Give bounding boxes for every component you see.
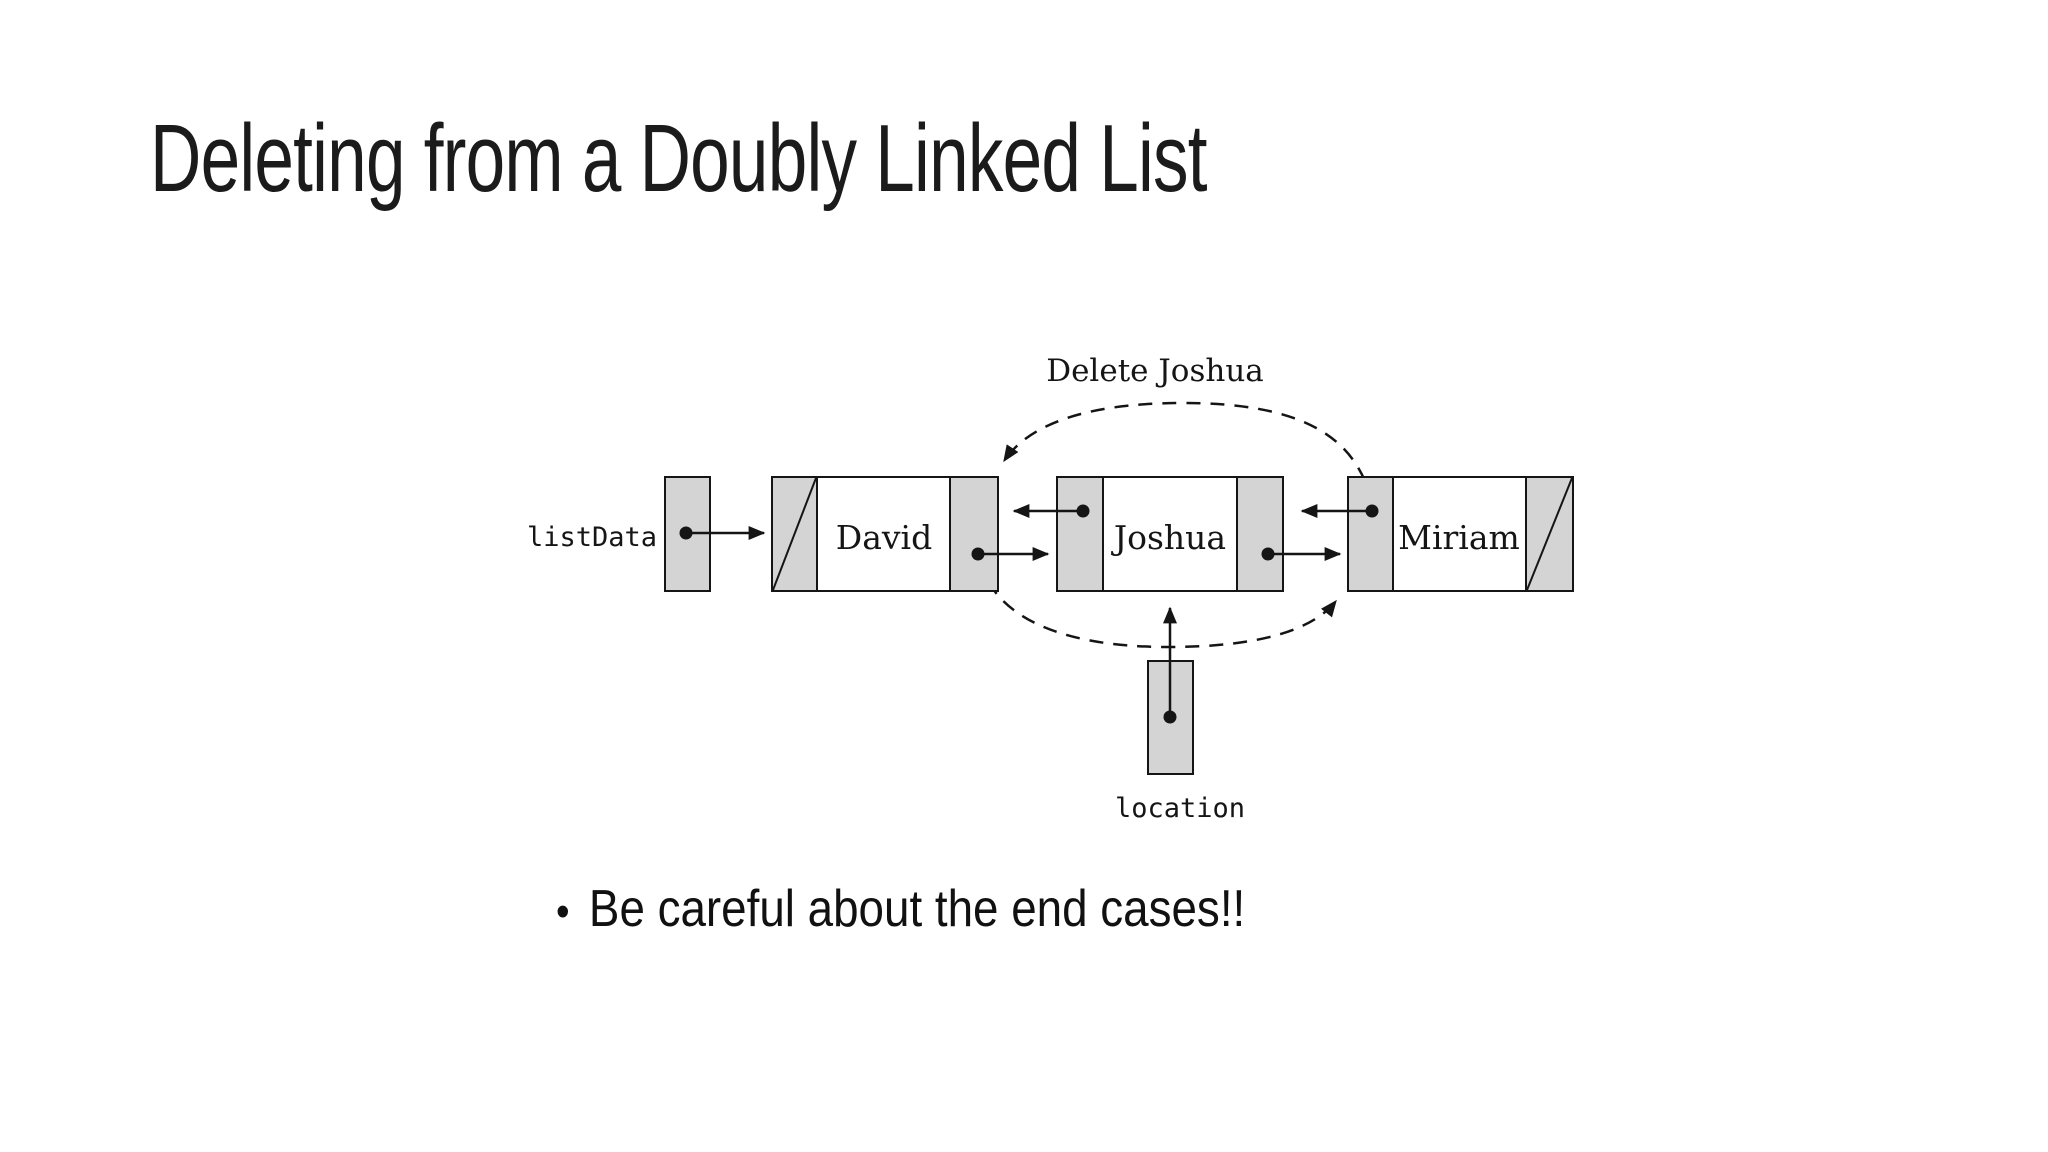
joshua-next-cell — [1236, 476, 1284, 592]
location-pointer-dot — [1163, 710, 1177, 724]
joshua-next-dot — [1261, 547, 1275, 561]
david-next-cell — [949, 476, 999, 592]
dashed-reroute-arcs — [978, 401, 1374, 649]
bullet-line: • Be careful about the end cases!! — [556, 880, 1245, 940]
joshua-data-cell — [1102, 476, 1238, 592]
miriam-prev-cell — [1347, 476, 1394, 592]
node-david: David — [771, 476, 1050, 592]
node-joshua: Joshua — [1012, 476, 1342, 592]
david-next-dot — [971, 547, 985, 561]
dashed-arc-david-next-to-miriam — [978, 559, 1337, 649]
pointer-listdata: listData — [527, 476, 766, 592]
miriam-label: Miriam — [1398, 518, 1520, 557]
david-null-prev-slash — [772, 477, 817, 591]
slide-title: Deleting from a Doubly Linked List — [150, 105, 1208, 212]
bullet-text: Be careful about the end cases!! — [588, 880, 1246, 938]
listdata-pointer-dot — [679, 526, 693, 540]
delete-annotation-label: Delete Joshua — [1046, 353, 1264, 389]
node-miriam: Miriam — [1300, 476, 1574, 592]
joshua-prev-cell — [1056, 476, 1104, 592]
miriam-data-cell — [1392, 476, 1527, 592]
miriam-null-next-slash — [1526, 477, 1573, 591]
david-label: David — [836, 518, 932, 557]
joshua-prev-dot — [1076, 504, 1090, 518]
miriam-prev-dot — [1365, 504, 1379, 518]
bullet-marker: • — [556, 887, 570, 936]
dashed-arc-miriam-prev-to-david — [1002, 401, 1374, 504]
location-label: location — [1115, 793, 1245, 824]
pointer-location: location — [1115, 606, 1245, 824]
joshua-label: Joshua — [1111, 518, 1226, 557]
listdata-label: listData — [527, 522, 657, 553]
